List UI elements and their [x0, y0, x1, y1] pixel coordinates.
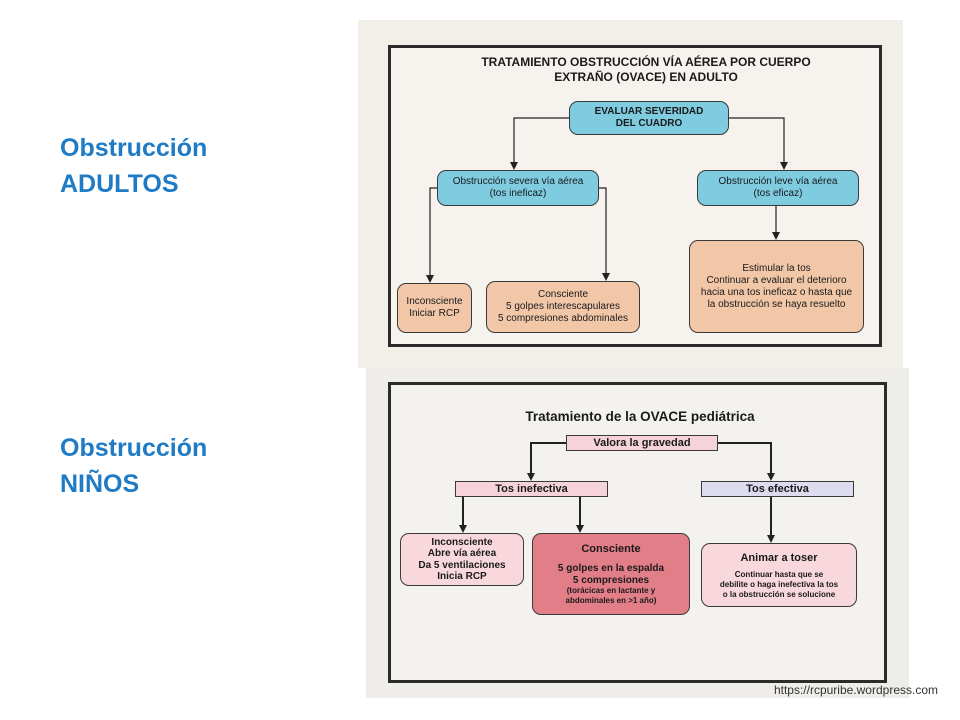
box-line: Inicia RCP: [437, 571, 487, 582]
box-line: 5 golpes en la espalda: [557, 563, 665, 574]
box-heading: Consciente: [581, 543, 641, 555]
box-note: (torácicas en lactante y: [566, 586, 656, 595]
box-evaluar-severidad: EVALUAR SEVERIDAD DEL CUADRO: [569, 101, 729, 135]
box-line: Abre vía aérea: [427, 548, 497, 559]
label-line: Obstrucción: [60, 434, 208, 462]
pediatric-flowchart-title: Tratamiento de la OVACE pediátrica: [525, 409, 755, 424]
connector-eval-leve: [729, 117, 788, 170]
adult-flowchart-title: TRATAMIENTO OBSTRUCCIÓN VÍA AÉREA POR CU…: [436, 55, 856, 85]
box-animar-toser: Animar a toser Continuar hasta que se de…: [701, 543, 857, 607]
label-obstruccion-adultos: Obstrucción ADULTOS: [60, 130, 207, 202]
box-line: 5 compresiones: [572, 574, 650, 586]
box-valora-gravedad: Valora la gravedad: [566, 435, 718, 451]
box-line: Estimular la tos: [742, 262, 811, 274]
box-tos-efectiva: Tos efectiva: [701, 481, 854, 497]
box-note: abdominales en >1 año): [565, 596, 657, 605]
box-line: Consciente: [537, 289, 589, 300]
connector-severa-consciente: [599, 187, 610, 281]
label-line: NIÑOS: [60, 470, 140, 498]
box-ped-inconsciente: Inconsciente Abre vía aérea Da 5 ventila…: [400, 533, 524, 586]
box-line: Obstrucción leve vía aérea: [718, 176, 838, 187]
adult-connectors: [426, 117, 788, 283]
box-heading: Animar a toser: [740, 551, 818, 564]
box-line: 5 compresiones abdominales: [497, 313, 629, 324]
label-line: ADULTOS: [60, 170, 179, 198]
label-line: Obstrucción: [60, 134, 208, 162]
box-line: Continuar hasta que se: [734, 569, 824, 579]
box-line: 5 golpes interescapulares: [506, 301, 620, 312]
pediatric-flowchart-frame: [388, 382, 887, 683]
box-estimular-tos: Estimular la tos Continuar a evaluar el …: [689, 240, 864, 333]
box-obstruccion-leve: Obstrucción leve vía aérea (tos eficaz): [697, 170, 859, 206]
box-line: Iniciar RCP: [409, 308, 460, 319]
box-line: DEL CUADRO: [615, 118, 683, 129]
connector-severa-inconsciente: [426, 187, 437, 283]
title-line: TRATAMIENTO OBSTRUCCIÓN VÍA AÉREA POR CU…: [481, 55, 811, 69]
box-line: o la obstrucción se solucione: [722, 589, 836, 599]
label-obstruccion-ninos: Obstrucción NIÑOS: [60, 430, 207, 502]
box-line: Obstrucción severa vía aérea: [452, 176, 584, 187]
box-line: Inconsciente: [431, 536, 493, 548]
connector-eval-severa: [510, 117, 569, 170]
box-line: EVALUAR SEVERIDAD: [594, 106, 704, 117]
box-obstruccion-severa: Obstrucción severa vía aérea (tos inefic…: [437, 170, 599, 206]
connector-valora-inefectiva: [527, 442, 566, 481]
pediatric-connectors: [459, 442, 775, 543]
title-line: EXTRAÑO (OVACE) EN ADULTO: [554, 70, 738, 84]
box-ped-consciente: Consciente 5 golpes en la espalda 5 comp…: [532, 533, 690, 615]
box-line: Inconsciente: [406, 296, 463, 307]
box-line: debilite o haga inefectiva la tos: [719, 579, 839, 589]
box-line: la obstrucción se haya resuelto: [707, 298, 846, 310]
source-url: https://rcpuribe.wordpress.com: [773, 683, 938, 697]
box-tos-inefectiva: Tos inefectiva: [455, 481, 608, 497]
box-line: (tos ineficaz): [489, 188, 547, 199]
box-adult-inconsciente: Inconsciente Iniciar RCP: [397, 283, 472, 333]
connector-valora-efectiva: [718, 442, 775, 481]
box-adult-consciente: Consciente 5 golpes interescapulares 5 c…: [486, 281, 640, 333]
box-line: Da 5 ventilaciones: [418, 559, 506, 571]
box-line: hacia una tos ineficaz o hasta que: [700, 286, 853, 298]
box-line: Continuar a evaluar el deterioro: [706, 274, 847, 286]
box-line: (tos eficaz): [753, 188, 803, 199]
